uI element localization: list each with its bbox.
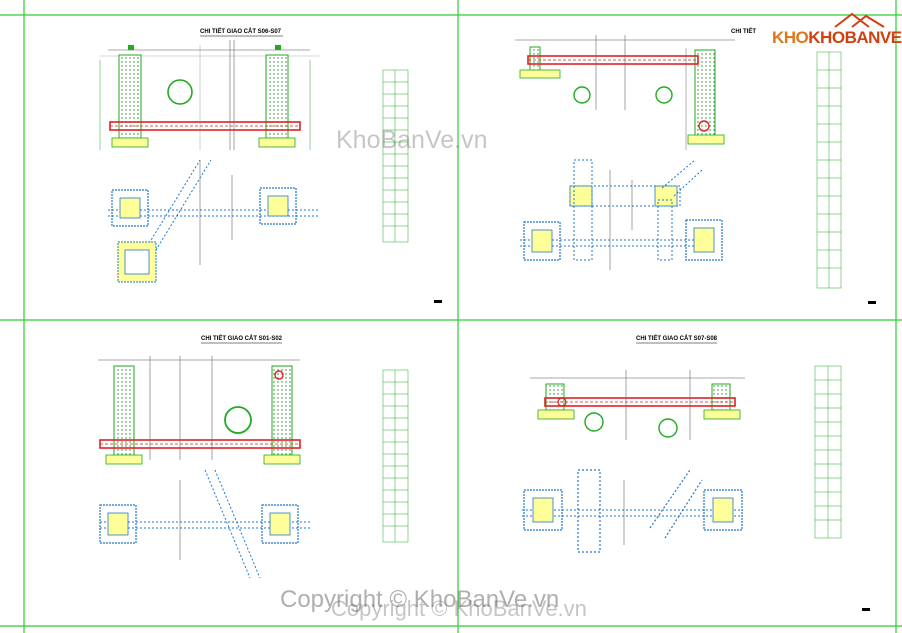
section-view [99, 40, 320, 150]
logo-part-3: BANVE [844, 28, 902, 47]
sheet-title-top-left: CHI TIẾT GIAO CẮT S06-S07 [200, 27, 282, 35]
site-logo[interactable]: KHOKHOBANVE [772, 14, 902, 48]
plan-view [520, 159, 723, 270]
house-icon [834, 12, 885, 28]
logo-part-1: KHO [772, 28, 809, 47]
plan-view [108, 159, 320, 283]
data-table [382, 69, 409, 243]
sheet-bottom-left: CHI TIẾT GIAO CẮT S01-S02 [98, 334, 409, 579]
watermark-copyright-2: Copyright © KhoBanVe.vn [331, 596, 587, 621]
sheet-title-bottom-right: CHI TIẾT GIAO CẮT S07-S08 [636, 334, 718, 342]
sheet-title-bottom-left: CHI TIẾT GIAO CẮT S01-S02 [201, 334, 283, 342]
sheet-top-left: CHI TIẾT GIAO CẮT S06-S07 [99, 27, 442, 303]
sheet-bottom-right: CHI TIẾT GIAO CẮT S07-S08 [522, 334, 870, 611]
plan-view [522, 469, 743, 553]
section-view [515, 35, 735, 150]
sheet-title-top-right: CHI TIẾT [731, 28, 756, 35]
plan-view [99, 469, 310, 579]
logo-text: KHOKHOBANVE [772, 28, 902, 48]
section-view [98, 356, 301, 465]
watermark-center: KhoBanVe.vn [336, 126, 488, 154]
logo-part-2: KHO [808, 28, 845, 47]
watermark-copyright-1: Copyright © KhoBanVe.vn [280, 586, 560, 613]
sheet-top-right: CHI TIẾT [515, 28, 876, 304]
data-table [382, 369, 409, 543]
data-table [814, 365, 842, 539]
section-view [530, 370, 745, 440]
data-table [816, 51, 842, 289]
